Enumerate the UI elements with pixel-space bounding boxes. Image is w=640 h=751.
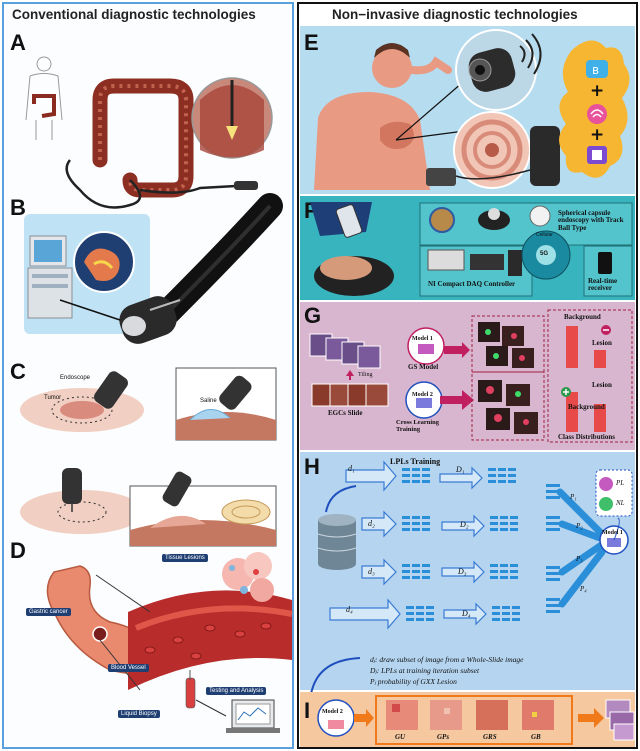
label-endoscope: Endoscope (60, 375, 91, 381)
label-blood-vessel: Blood Vessel (108, 664, 149, 672)
label-egcs: EGCs Slide (328, 409, 363, 417)
panel-i-background (300, 692, 635, 747)
legend-line-3: Pⱼ probability of GXX Lesion (370, 677, 457, 686)
left-column-frame (2, 2, 294, 749)
legend-line-2: Dⱼ: LPLs at training iteration subset (370, 666, 480, 675)
label-D4: D₄ (462, 609, 471, 618)
label-pl: PL (616, 479, 625, 487)
label-lesion-top: Lesion (592, 339, 612, 347)
label-tiling: Tiling (358, 372, 373, 378)
label-d1-lower: d₁ (348, 464, 355, 473)
label-model2-g: Model 2 (412, 392, 433, 398)
panel-h-letter: H (304, 454, 320, 479)
label-gs-model: GS Model (408, 363, 439, 371)
label-gps: GPs (437, 733, 450, 741)
label-tissue-lesions: Tissue Lesions (162, 554, 208, 562)
label-model1-h: Model 1 (602, 530, 623, 536)
label-daq: NI Compact DAQ Controller (428, 280, 516, 288)
label-background-top: Background (564, 313, 601, 321)
panel-i-letter: I (304, 698, 311, 723)
label-receiver: Real-time receiver (588, 277, 618, 293)
label-model2-i: Model 2 (322, 709, 343, 715)
label-gb: GB (531, 733, 541, 741)
panel-g-letter: G (304, 303, 322, 328)
label-p3: P₃ (576, 555, 583, 563)
label-model1-g: Model 1 (412, 336, 433, 342)
label-p2: P₂ (576, 522, 583, 530)
label-cellular: Cellular (536, 232, 553, 238)
label-D2: D₂ (460, 520, 469, 529)
label-grs: GRS (483, 733, 497, 741)
label-lesion-bottom: Lesion (592, 381, 612, 389)
legend-line-1: dⱼ: draw subset of image from a Whole-Sl… (370, 655, 524, 664)
panel-e-background (300, 26, 635, 194)
panel-f-letter: F (304, 198, 318, 223)
right-column-title: Non−invasive diagnostic technologies (332, 7, 578, 22)
label-lpls: LPLs Training (390, 457, 441, 466)
panel-a-letter: A (10, 30, 26, 55)
left-column-title: Conventional diagnostic technologies (12, 7, 256, 22)
label-tumor: Tumor (44, 395, 62, 401)
label-capsule: Spherical capsule endoscopy with Track B… (558, 209, 624, 232)
label-saline: Saline (200, 398, 217, 404)
label-class-dist: Class Distributions (558, 433, 615, 441)
label-D3: D₃ (458, 567, 467, 576)
label-p4: P₄ (580, 585, 587, 593)
panel-c-letter: C (10, 359, 26, 384)
label-5g: 5G (540, 251, 549, 257)
panel-e-letter: E (304, 30, 319, 55)
panel-g-background (300, 302, 635, 450)
label-gastric-cancer: Gastric cancer (26, 608, 71, 616)
label-gu: GU (395, 733, 406, 741)
label-testing-analysis: Testing and Analysis (206, 687, 267, 695)
label-liquid-biopsy: Liquid Biopsy (118, 710, 160, 718)
label-p1: P₁ (570, 493, 577, 501)
panel-b-letter: B (10, 195, 26, 220)
label-nl: NL (616, 499, 625, 507)
label-d2-lower: d₂ (368, 519, 375, 528)
label-D1: D₁ (456, 465, 465, 474)
label-d3-lower: d₃ (368, 567, 375, 576)
label-background-bottom: Background (568, 403, 605, 411)
label-cross-learning: Cross Learning Training (396, 419, 440, 433)
panel-d-letter: D (10, 538, 26, 563)
label-d4-lower: d₄ (346, 605, 353, 614)
